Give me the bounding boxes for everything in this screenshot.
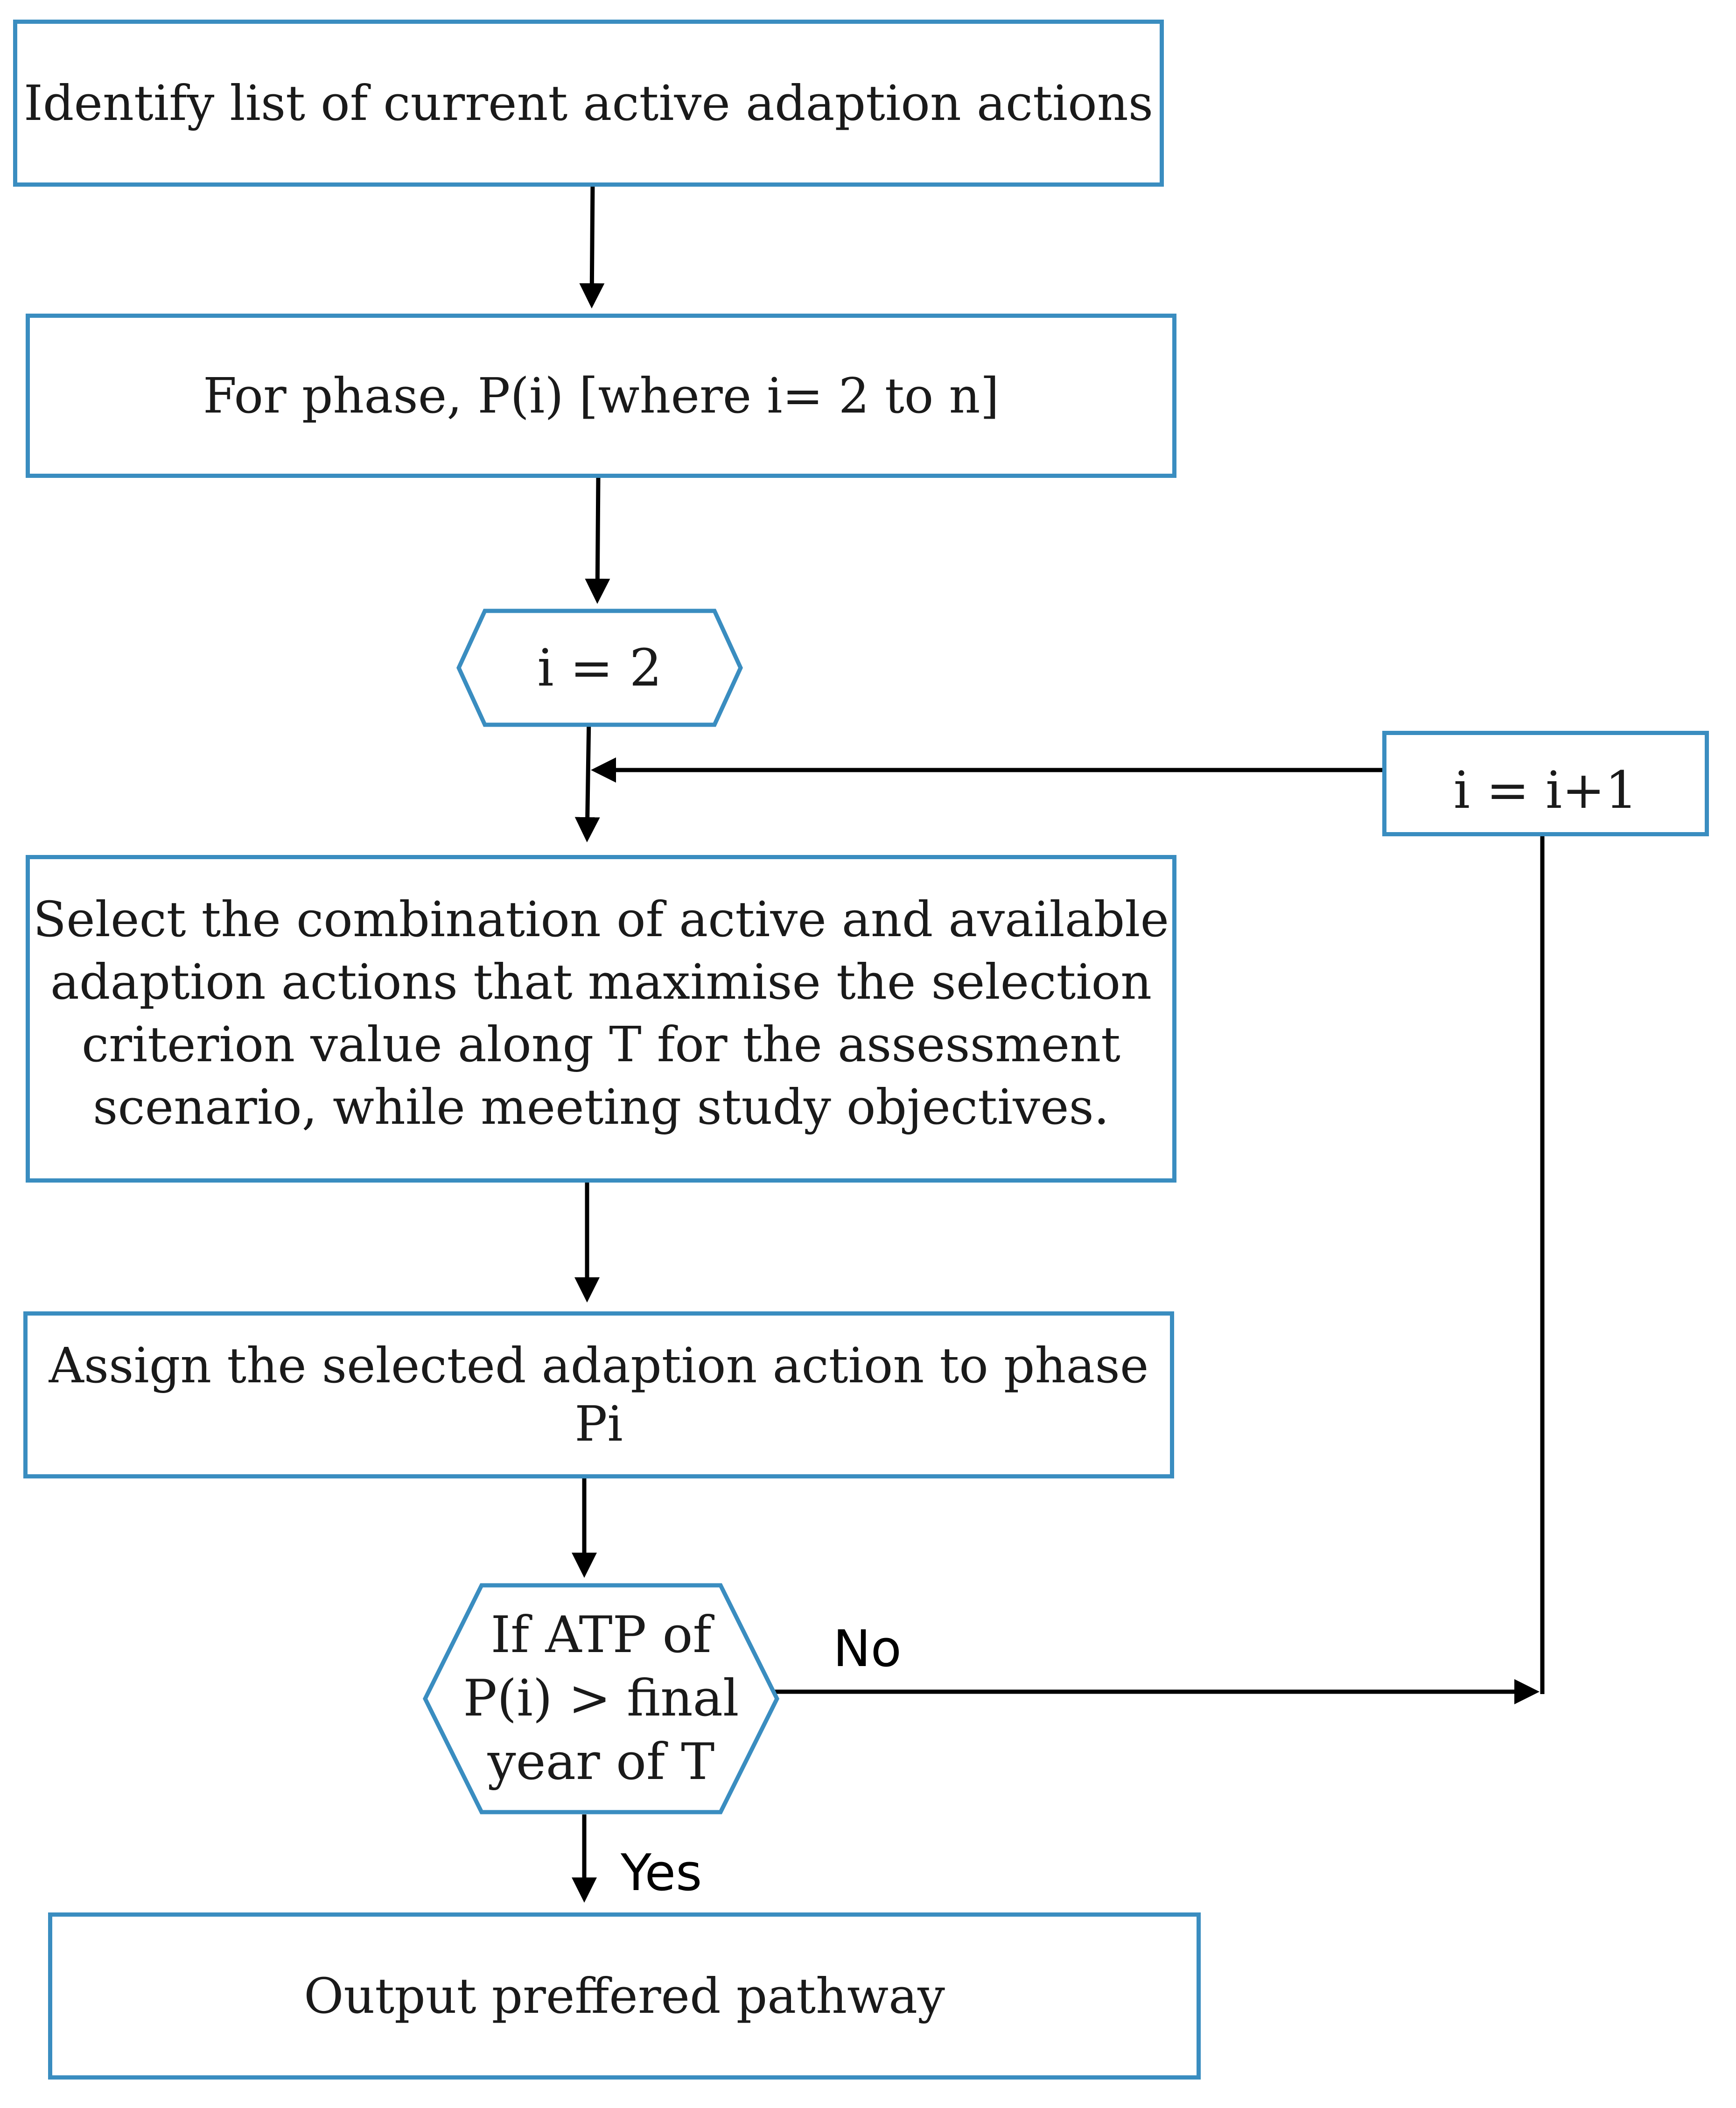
node-increment-counter-label: i = i+1 [1453,760,1638,820]
arrow-identify-to-phase [579,181,605,308]
node-select-combination: Select the combination of active and ava… [26,855,1176,1183]
edge-label-yes: Yes [621,1844,702,1902]
node-select-combination-text: Select the combination of active and ava… [33,888,1169,1138]
node-init-counter: i = 2 [456,609,743,727]
select-line-4: scenario, while meeting study objectives… [93,1079,1109,1135]
init-hexagon-shape [456,609,743,727]
select-line-1: Select the combination of active and ava… [33,891,1169,948]
node-init-counter-label: i = 2 [537,638,662,698]
arrow-phase-to-init [585,476,610,604]
node-assign-action: Assign the selected adaption action to p… [23,1311,1174,1478]
node-decision-atp-text: If ATP of P(i) > final year of T [463,1604,739,1794]
select-line-3: criterion value along T for the assessme… [82,1016,1120,1073]
edge-label-no: No [833,1620,902,1678]
node-identify-actions-label: Identify list of current active adaption… [23,74,1154,132]
decision-line-3: year of T [487,1733,715,1791]
node-increment-counter: i = i+1 [1382,731,1709,836]
node-identify-actions: Identify list of current active adaption… [13,20,1164,187]
decision-hexagon-shape [423,1583,779,1814]
node-assign-action-label: Assign the selected adaption action to p… [49,1337,1149,1452]
decision-line-1: If ATP of [490,1606,712,1664]
decision-line-2: P(i) > final [463,1669,739,1728]
select-line-2: adaption actions that maximise the selec… [50,953,1152,1010]
node-phase-loop-label: For phase, P(i) [where i= 2 to n] [203,367,1000,424]
node-output-pathway-label: Output preffered pathway [304,1967,945,2024]
arrow-init-to-select [574,717,600,842]
node-output-pathway: Output preffered pathway [48,1912,1201,2080]
node-phase-loop: For phase, P(i) [where i= 2 to n] [26,314,1176,478]
node-decision-atp: If ATP of P(i) > final year of T [423,1583,779,1814]
